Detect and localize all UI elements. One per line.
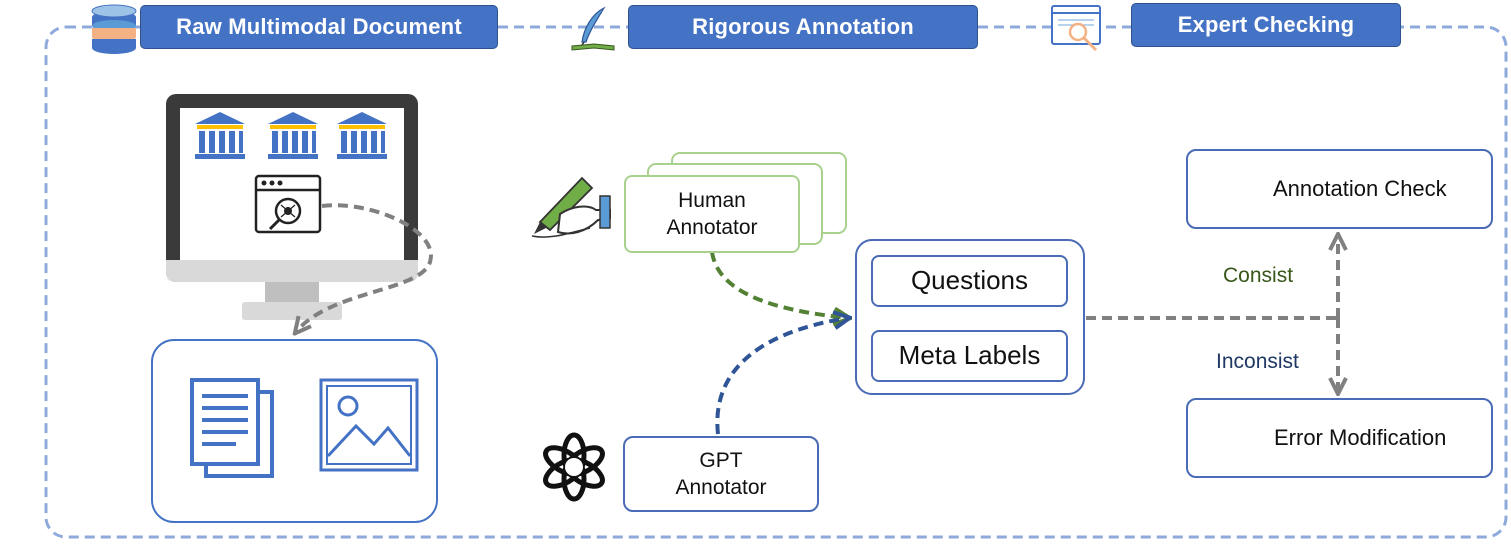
meta-labels-label: Meta Labels	[898, 340, 1041, 371]
human-annotator-box: Human Annotator	[624, 175, 800, 253]
institution-icon	[268, 112, 318, 159]
text-document-icon	[190, 378, 274, 478]
stage-title-annotation: Rigorous Annotation	[628, 5, 978, 49]
gpt-to-output-arrow	[715, 318, 848, 435]
human-to-output-arrow	[710, 251, 848, 318]
consist-label: Consist	[1223, 264, 1294, 287]
institution-icon	[195, 112, 245, 159]
openai-logo-icon	[543, 432, 605, 502]
meta-labels-box: Meta Labels	[871, 330, 1068, 382]
questions-box: Questions	[871, 255, 1068, 307]
monitor-icon	[166, 94, 418, 320]
quill-book-icon	[571, 6, 615, 51]
crawl-arrow	[296, 203, 433, 332]
inspection-window-icon	[1051, 5, 1101, 52]
human-annotator-label: Human Annotator	[666, 188, 758, 239]
error-modification-box: Error Modification	[1186, 398, 1493, 478]
image-icon	[319, 378, 419, 472]
annotation-check-label: Annotation Check	[1273, 175, 1447, 201]
annotation-check-box: Annotation Check	[1186, 149, 1493, 229]
stage-title-checking: Expert Checking	[1131, 3, 1401, 47]
inconsist-label: Inconsist	[1216, 350, 1299, 373]
institution-icon	[337, 112, 387, 159]
gpt-annotator-box: GPT Annotator	[623, 436, 819, 512]
writing-hand-icon	[531, 176, 611, 238]
questions-label: Questions	[910, 265, 1029, 296]
gpt-annotator-label: GPT Annotator	[675, 448, 767, 499]
web-crawler-icon	[254, 174, 322, 234]
stage-title-raw: Raw Multimodal Document	[140, 5, 498, 49]
error-modification-label: Error Modification	[1274, 424, 1447, 450]
database-icon	[91, 4, 137, 54]
